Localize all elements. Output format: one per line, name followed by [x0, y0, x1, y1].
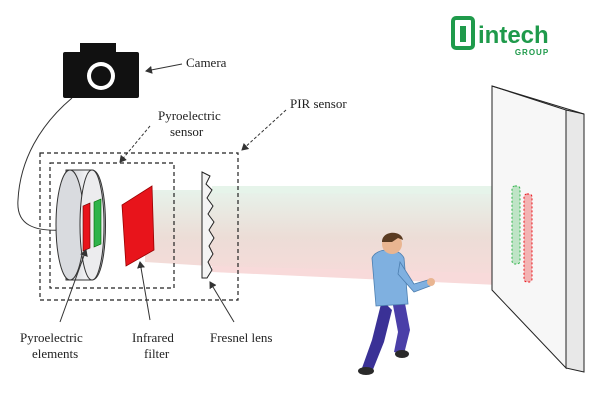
logo-mark: [451, 16, 475, 50]
pyro-element-red: [82, 202, 91, 252]
pyroelectric-sensor-label-line1: Pyroelectric: [158, 108, 221, 123]
walking-person: [358, 232, 435, 375]
wall-top-edge: [491, 85, 585, 115]
camera-lens-inner: [91, 66, 111, 86]
infrared-filter: [121, 185, 155, 267]
person-hand: [427, 278, 435, 286]
infrared-filter-label-line2: filter: [144, 346, 170, 361]
logo-word: intech: [478, 22, 549, 49]
infrared-filter-label-line1: Infrared: [132, 330, 174, 345]
intech-logo: intech GROUP: [451, 16, 570, 58]
sensor-can: [55, 169, 106, 281]
pyro-element-green: [93, 198, 102, 248]
camera-pointer: [145, 63, 183, 74]
pyroelectric-sensor-box: [49, 162, 175, 289]
wall-green-zone: [511, 185, 521, 265]
pyro-elements-pointer: [59, 249, 88, 323]
fresnel-lens-pointer: [209, 281, 235, 323]
logo-mark-inner: [460, 26, 466, 42]
pyro-elements-label-line2: elements: [32, 346, 78, 361]
pyroelectric-sensor-label-line2: sensor: [170, 124, 204, 139]
pir-sensor-box: [39, 152, 239, 301]
person-back-leg: [362, 300, 392, 372]
pir-sensor-pointer: [241, 109, 287, 151]
fresnel-lens: [201, 171, 215, 279]
person-arm: [397, 260, 431, 293]
beam-upper-band: [212, 186, 520, 194]
person-front-shoe: [395, 350, 409, 358]
camera-label: Camera: [186, 55, 227, 70]
person-back-shoe: [358, 367, 374, 375]
logo-sub-bar: [478, 47, 570, 58]
logo-sub: GROUP: [515, 48, 549, 57]
camera-icon: [63, 43, 139, 98]
camera-cable: [17, 97, 73, 231]
infrared-filter-pointer: [137, 261, 151, 321]
beam-lower-band: [212, 266, 520, 286]
person-hair: [382, 232, 403, 242]
person-front-leg: [392, 298, 410, 354]
wall: [491, 85, 585, 373]
camera-top: [80, 43, 116, 55]
wall-red-zone: [523, 193, 533, 283]
pyro-elements-label-line1: Pyroelectric: [20, 330, 83, 345]
pir-sensor-label: PIR sensor: [290, 96, 347, 111]
wall-side: [565, 109, 585, 373]
pyroelectric-sensor-pointer: [119, 125, 151, 163]
detection-beam: [145, 190, 520, 285]
fresnel-lens-label: Fresnel lens: [210, 330, 272, 345]
